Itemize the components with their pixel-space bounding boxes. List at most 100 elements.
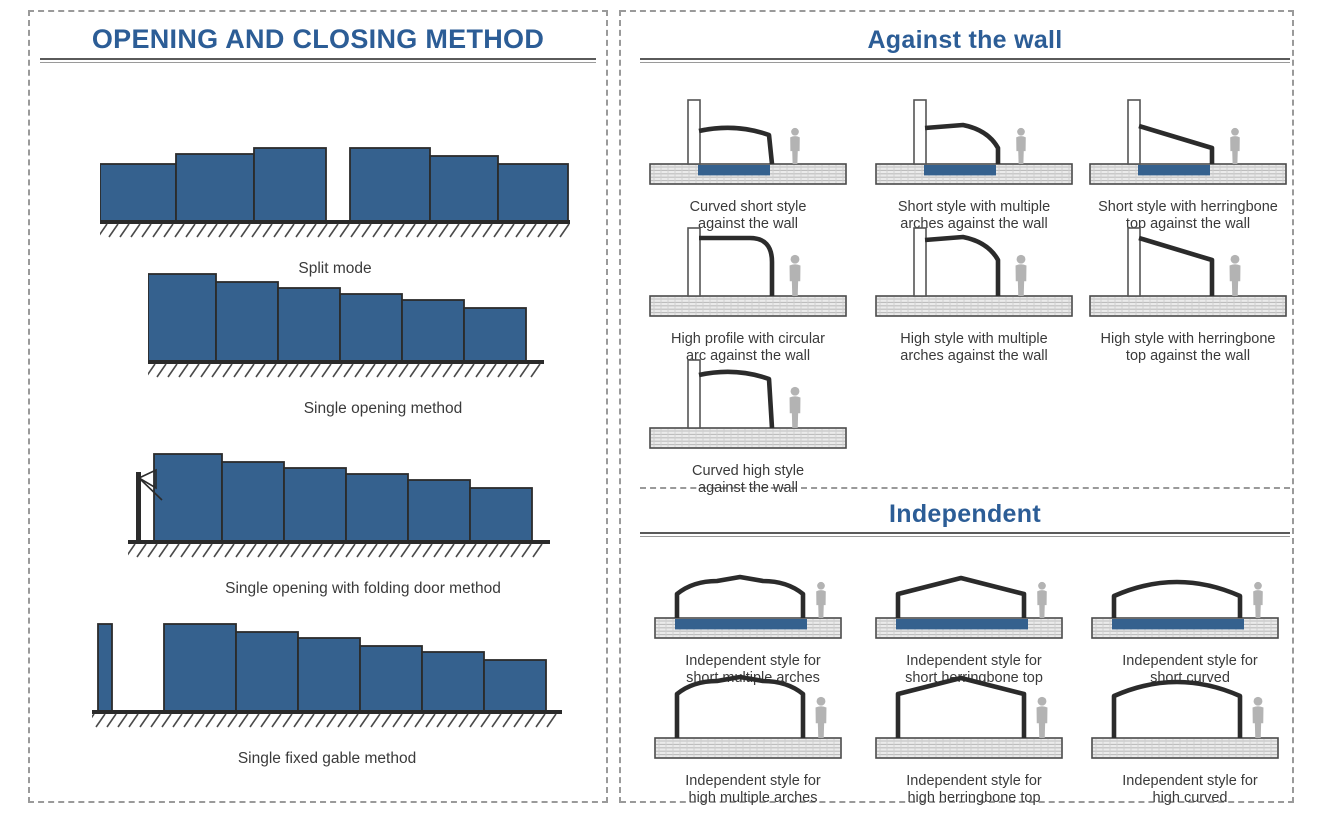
- roof-profile: [1138, 123, 1215, 164]
- panel-segment: [221, 461, 285, 543]
- left-panel: [28, 10, 608, 803]
- panel-segment: [469, 487, 533, 543]
- panel-segment: [147, 273, 217, 363]
- human-figure-icon: [1015, 254, 1027, 296]
- panel-segment: [497, 163, 569, 223]
- roof-profile: [674, 574, 806, 618]
- human-figure-icon: [1229, 254, 1241, 296]
- tile-indep-short-multi-arch: Independent style for short multiple arc…: [645, 546, 861, 687]
- tile-short-herringbone-wall: Short style with herringbone top against…: [1080, 92, 1296, 233]
- panel-segment: [253, 147, 327, 223]
- blue-floor-slab: [698, 165, 770, 176]
- panel-segment: [175, 153, 255, 223]
- panel-segment: [345, 473, 409, 543]
- tile-caption: High style with herringbone top against …: [1100, 331, 1276, 365]
- folding-door-arm: [138, 477, 163, 501]
- blue-floor-slab: [675, 619, 807, 630]
- human-figure-icon: [815, 696, 827, 738]
- roof-profile: [698, 125, 775, 165]
- blue-floor-slab: [1112, 619, 1244, 630]
- roof-profile: [674, 674, 806, 738]
- human-figure-icon: [789, 386, 801, 428]
- panel-segment: [283, 467, 347, 543]
- panel-segment: [277, 287, 341, 363]
- panel-segment: [421, 651, 485, 713]
- wall-post: [913, 227, 927, 297]
- human-figure-icon: [789, 254, 801, 296]
- tile-caption: High style with multiple arches against …: [900, 331, 1048, 365]
- panel-segment: [463, 307, 527, 363]
- folding-door-post: [136, 472, 141, 542]
- panel-divider: [619, 10, 621, 803]
- title-underline: [640, 58, 1290, 63]
- section-title-text: Independent: [889, 500, 1041, 528]
- diagram-caption: Single fixed gable method: [237, 750, 417, 767]
- diagram-single-fixed-gable: Single fixed gable method: [84, 600, 564, 780]
- human-figure-icon: [1016, 127, 1026, 164]
- panel-segment: [297, 637, 361, 713]
- title-underline: [640, 532, 1290, 537]
- blue-floor-slab: [924, 165, 996, 176]
- roof-profile: [895, 575, 1027, 618]
- page-title-text: OPENING AND CLOSING METHOD: [91, 24, 545, 54]
- roof-profile: [895, 675, 1027, 738]
- panel-segment: [235, 631, 299, 713]
- tile-caption: Independent style for short herringbone …: [905, 653, 1043, 687]
- roof-profile: [1111, 579, 1243, 618]
- panel-segment: [153, 453, 223, 543]
- tile-caption: Short style with multiple arches against…: [897, 199, 1051, 233]
- page-title: OPENING AND CLOSING METHOD: [40, 24, 596, 63]
- tile-indep-high-curved: Independent style for high curved: [1082, 666, 1298, 807]
- human-figure-icon: [1036, 696, 1048, 738]
- tile-caption: Curved high style against the wall: [691, 463, 805, 497]
- tile-high-circular-arc-wall: High profile with circular arc against t…: [640, 224, 856, 365]
- tile-indep-short-herringbone: Independent style for short herringbone …: [866, 546, 1082, 687]
- roof-profile: [698, 369, 775, 429]
- tile-indep-high-herringbone: Independent style for high herringbone t…: [866, 666, 1082, 807]
- folding-door-hinge: [138, 468, 157, 490]
- human-figure-icon: [1253, 581, 1263, 618]
- roof-profile: [924, 122, 1001, 164]
- human-figure-icon: [790, 127, 800, 164]
- roof-profile: [1111, 679, 1243, 738]
- tile-caption: Independent style for high curved: [1122, 773, 1258, 807]
- panel-segment: [99, 163, 177, 223]
- section-title-independent: Independent: [640, 500, 1290, 537]
- human-figure-icon: [1230, 127, 1240, 164]
- diagram-split-mode: Split mode: [86, 110, 586, 290]
- diagram-single-opening-folding-door: Single opening with folding door method: [114, 430, 598, 610]
- wall-post: [687, 227, 701, 297]
- panel-segment: [407, 479, 471, 543]
- tile-curved-short-wall: Curved short style against the wall: [640, 92, 856, 233]
- roof-profile: [1138, 235, 1215, 296]
- roof-profile: [924, 234, 1001, 296]
- tile-short-multi-arch-wall: Short style with multiple arches against…: [866, 92, 1082, 233]
- title-underline: [40, 58, 596, 63]
- blue-floor-slab: [896, 619, 1028, 630]
- section-title-against-the-wall: Against the wall: [640, 26, 1290, 63]
- wall-post: [687, 99, 701, 165]
- fixed-gable: [97, 623, 113, 713]
- tile-indep-high-multi-arch: Independent style for high multiple arch…: [645, 666, 861, 807]
- tile-high-multi-arch-wall: High style with multiple arches against …: [866, 224, 1082, 365]
- roof-profile: [699, 235, 775, 296]
- wall-post: [1127, 227, 1141, 297]
- section-title-text: Against the wall: [867, 26, 1063, 54]
- right-panel: [620, 10, 1294, 803]
- panel-segment: [483, 659, 547, 713]
- panel-segment: [349, 147, 431, 223]
- section-divider: [640, 487, 1290, 489]
- wall-post: [913, 99, 927, 165]
- tile-high-herringbone-wall: High style with herringbone top against …: [1080, 224, 1296, 365]
- diagram-single-opening: Single opening method: [134, 250, 618, 430]
- tile-curved-high-wall: Curved high style against the wall: [640, 356, 856, 497]
- human-figure-icon: [1252, 696, 1264, 738]
- blue-floor-slab: [1138, 165, 1210, 176]
- human-figure-icon: [1037, 581, 1047, 618]
- panel-segment: [359, 645, 423, 713]
- tile-caption: Independent style for short multiple arc…: [685, 653, 821, 687]
- panel-segment: [215, 281, 279, 363]
- panel-segment: [429, 155, 499, 223]
- diagram-caption: Single opening with folding door method: [225, 580, 501, 597]
